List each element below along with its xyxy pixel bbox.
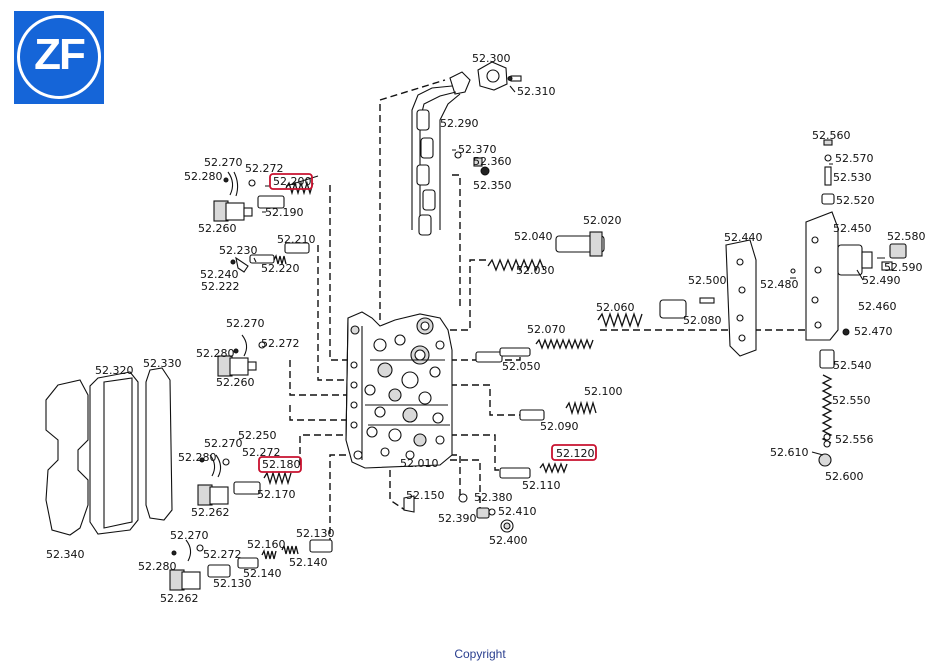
part-label: 52.580 bbox=[887, 230, 926, 243]
part-label: 52.380 bbox=[474, 491, 513, 504]
part-label: 52.130 bbox=[296, 527, 335, 540]
leader-lines bbox=[253, 85, 885, 456]
highlight-52200 bbox=[269, 173, 313, 190]
valve-body-52010 bbox=[345, 311, 453, 469]
zf-logo: ZF bbox=[14, 11, 104, 104]
wiring-harness bbox=[411, 61, 522, 236]
part-label: 52.360 bbox=[473, 155, 512, 168]
part-label: 52.110 bbox=[522, 479, 561, 492]
part-label: 52.280 bbox=[184, 170, 223, 183]
part-label: 52.080 bbox=[683, 314, 722, 327]
part-label: 52.330 bbox=[143, 357, 182, 370]
solenoid-group-top bbox=[213, 171, 319, 222]
part-label: 52.030 bbox=[516, 264, 555, 277]
part-label: 52.280 bbox=[138, 560, 177, 573]
part-label: 52.190 bbox=[265, 206, 304, 219]
logo-text: ZF bbox=[34, 30, 86, 79]
part-label: 52.600 bbox=[825, 470, 864, 483]
part-label: 52.272 bbox=[203, 548, 242, 561]
part-label: 52.290 bbox=[440, 117, 479, 130]
solenoid-group-3 bbox=[217, 334, 266, 377]
part-label: 52.272 bbox=[245, 162, 284, 175]
part-label: 52.140 bbox=[289, 556, 328, 569]
part-label: 52.140 bbox=[243, 567, 282, 580]
part-label-highlighted: 52.180 bbox=[262, 458, 301, 471]
part-label: 52.350 bbox=[473, 179, 512, 192]
part-label: 52.262 bbox=[191, 506, 230, 519]
part-label: 52.410 bbox=[498, 505, 537, 518]
part-label: 52.050 bbox=[502, 360, 541, 373]
part-label: 52.070 bbox=[527, 323, 566, 336]
part-label: 52.130 bbox=[213, 577, 252, 590]
part-label: 52.250 bbox=[238, 429, 277, 442]
logo-ring bbox=[17, 15, 101, 99]
part-label: 52.550 bbox=[832, 394, 871, 407]
part-label: 52.490 bbox=[862, 274, 901, 287]
part-label: 52.460 bbox=[858, 300, 897, 313]
part-label: 52.272 bbox=[261, 337, 300, 350]
part-label: 52.040 bbox=[514, 230, 553, 243]
part-label: 52.440 bbox=[724, 231, 763, 244]
part-label: 52.170 bbox=[257, 488, 296, 501]
solenoid-group-bottom bbox=[169, 539, 333, 591]
part-label: 52.272 bbox=[242, 446, 281, 459]
part-label-highlighted: 52.200 bbox=[273, 175, 312, 188]
part-label: 52.370 bbox=[458, 143, 497, 156]
part-label: 52.280 bbox=[196, 347, 235, 360]
part-label: 52.570 bbox=[835, 152, 874, 165]
part-label: 52.520 bbox=[836, 194, 875, 207]
solenoid-group-2 bbox=[230, 242, 310, 273]
gaskets-left bbox=[45, 367, 173, 536]
part-label: 52.320 bbox=[95, 364, 134, 377]
part-label: 52.060 bbox=[596, 301, 635, 314]
part-label: 52.400 bbox=[489, 534, 528, 547]
part-label: 52.150 bbox=[406, 489, 445, 502]
part-label: 52.260 bbox=[216, 376, 255, 389]
highlight-52120 bbox=[551, 444, 597, 461]
part-label: 52.610 bbox=[770, 446, 809, 459]
part-label: 52.280 bbox=[178, 451, 217, 464]
part-label: 52.160 bbox=[247, 538, 286, 551]
part-number-labels: 52.300 52.310 52.290 52.370 52.360 52.35… bbox=[46, 52, 926, 605]
part-label-highlighted: 52.120 bbox=[556, 447, 595, 460]
part-label: 52.100 bbox=[584, 385, 623, 398]
part-label: 52.010 bbox=[400, 457, 439, 470]
part-label: 52.310 bbox=[517, 85, 556, 98]
part-label: 52.240 bbox=[200, 268, 239, 281]
copyright-text: Copyright bbox=[454, 647, 506, 661]
solenoid-group-4 bbox=[197, 454, 292, 506]
part-label: 52.560 bbox=[812, 129, 851, 142]
part-label: 52.590 bbox=[884, 261, 923, 274]
part-label: 52.530 bbox=[833, 171, 872, 184]
part-label: 52.270 bbox=[226, 317, 265, 330]
part-label: 52.300 bbox=[472, 52, 511, 65]
part-label: 52.470 bbox=[854, 325, 893, 338]
part-label: 52.222 bbox=[201, 280, 240, 293]
part-label: 52.270 bbox=[204, 156, 243, 169]
part-label: 52.220 bbox=[261, 262, 300, 275]
part-label: 52.500 bbox=[688, 274, 727, 287]
part-label: 52.020 bbox=[583, 214, 622, 227]
part-label: 52.390 bbox=[438, 512, 477, 525]
part-label: 52.270 bbox=[204, 437, 243, 450]
part-label: 52.230 bbox=[219, 244, 258, 257]
part-label: 52.340 bbox=[46, 548, 85, 561]
part-label: 52.480 bbox=[760, 278, 799, 291]
part-label: 52.262 bbox=[160, 592, 199, 605]
part-label: 52.260 bbox=[198, 222, 237, 235]
part-label: 52.210 bbox=[277, 233, 316, 246]
assembly-dash-lines bbox=[289, 79, 830, 545]
part-label: 52.270 bbox=[170, 529, 209, 542]
highlight-52180 bbox=[258, 456, 302, 473]
part-label: 52.090 bbox=[540, 420, 579, 433]
right-side-plates bbox=[725, 139, 907, 467]
center-spools bbox=[403, 231, 715, 533]
part-label: 52.540 bbox=[833, 359, 872, 372]
part-label: 52.450 bbox=[833, 222, 872, 235]
part-label: 52.556 bbox=[835, 433, 874, 446]
